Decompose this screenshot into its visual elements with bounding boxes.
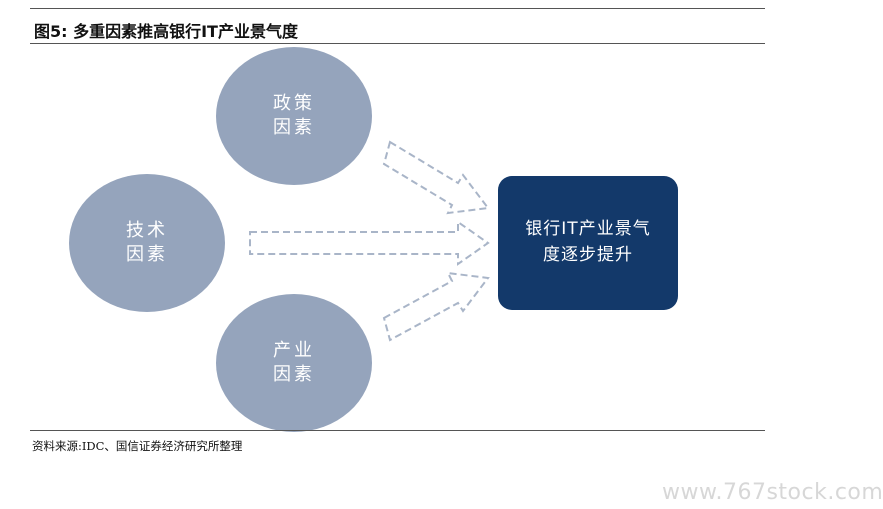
technology-factor-line1: 技术 xyxy=(126,220,168,241)
source-note: 资料来源:IDC、国信证券经济研究所整理 xyxy=(32,439,243,453)
industry-factor-line2: 因素 xyxy=(273,364,315,385)
policy-factor-label: 政策 因素 xyxy=(224,92,364,140)
policy-factor-line2: 因素 xyxy=(273,117,315,138)
policy-factor-ellipse xyxy=(216,47,372,185)
target-line2: 度逐步提升 xyxy=(543,245,633,265)
industry-factor-label: 产业 因素 xyxy=(224,339,364,387)
target-line1: 银行IT产业景气 xyxy=(525,219,651,239)
watermark: www.767stock.com xyxy=(662,480,883,505)
technology-factor-ellipse xyxy=(69,174,225,312)
arrow-industry-to-target xyxy=(382,271,490,342)
bottom-divider xyxy=(30,430,765,431)
industry-factor-ellipse xyxy=(216,294,372,432)
technology-factor-label: 技术 因素 xyxy=(77,219,217,267)
figure-title: 图5: 多重因素推高银行IT产业景气度 xyxy=(34,22,298,41)
policy-factor-line1: 政策 xyxy=(273,93,315,114)
figure-title-bar: 图5: 多重因素推高银行IT产业景气度 xyxy=(30,8,765,44)
target-outcome-box: 银行IT产业景气 度逐步提升 xyxy=(498,176,678,310)
industry-factor-line1: 产业 xyxy=(273,340,315,361)
arrow-technology-to-target xyxy=(249,220,490,266)
arrow-policy-to-target xyxy=(382,140,490,215)
technology-factor-line2: 因素 xyxy=(126,244,168,265)
